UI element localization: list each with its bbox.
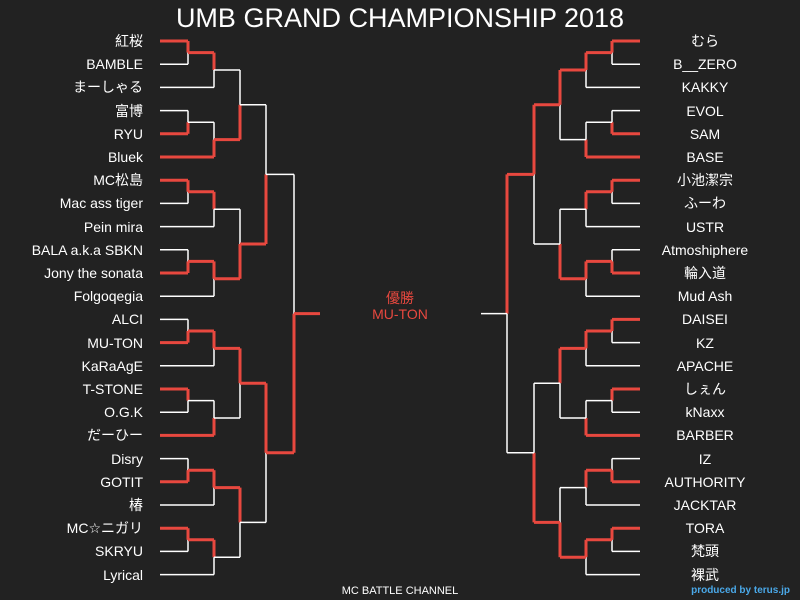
- player-name-left: 紅桜: [115, 33, 143, 49]
- player-name-left: BAMBLE: [86, 56, 143, 73]
- player-name-right: IZ: [698, 450, 712, 467]
- player-name-right: BASE: [686, 149, 724, 165]
- player-name-left: ALCI: [111, 311, 143, 328]
- player-name-left: MC☆ニガリ: [66, 520, 143, 537]
- player-name-left: 椿: [129, 497, 143, 513]
- player-name-right: しぇん: [684, 381, 726, 397]
- player-name-left: だーひー: [87, 427, 143, 444]
- player-name-left: GOTIT: [100, 473, 143, 490]
- player-name-right: 裸武: [691, 566, 719, 583]
- player-name-right: 梵頭: [691, 543, 719, 560]
- player-name-right: BARBER: [676, 427, 734, 444]
- player-name-right: JACKTAR: [673, 497, 737, 513]
- player-name-right: Mud Ash: [677, 288, 733, 305]
- player-name-left: KaRaAgE: [81, 357, 143, 374]
- player-name-left: まーしゃる: [73, 79, 143, 96]
- player-name-left: Lyrical: [103, 566, 143, 583]
- player-name-right: kNaxx: [685, 404, 725, 421]
- player-name-left: Bluek: [107, 149, 143, 165]
- footer-channel: MC BATTLE CHANNEL: [341, 585, 459, 597]
- player-name-left: O.G.K: [104, 404, 143, 421]
- player-name-left: Folgoqegia: [73, 288, 143, 305]
- player-name-left: SKRYU: [95, 543, 143, 560]
- player-name-right: TORA: [685, 520, 725, 537]
- credit-link[interactable]: produced by terus.jp: [691, 585, 790, 596]
- player-name-right: B__ZERO: [673, 56, 737, 73]
- player-name-right: APACHE: [676, 357, 734, 374]
- player-name-right: EVOL: [686, 102, 724, 119]
- player-name-right: 小池潔宗: [677, 172, 733, 189]
- player-name-left: BALA a.k.a SBKN: [31, 241, 143, 258]
- player-name-left: Jony the sonata: [44, 265, 143, 281]
- player-name-right: むら: [691, 33, 719, 49]
- page-title: UMB GRAND CHAMPIONSHIP 2018: [175, 3, 625, 33]
- player-name-left: Disry: [111, 450, 143, 467]
- player-name-left: 富博: [115, 102, 143, 119]
- player-name-right: SAM: [689, 125, 721, 142]
- player-name-right: KZ: [696, 334, 714, 351]
- player-name-right: ふーわ: [684, 195, 726, 212]
- player-name-left: MU-TON: [87, 334, 143, 351]
- winner-name: MU-TON: [372, 306, 428, 322]
- player-name-left: Mac ass tiger: [59, 195, 143, 212]
- player-name-right: Atmoshiphere: [661, 241, 749, 258]
- player-name-right: DAISEI: [682, 311, 728, 328]
- winner-label: 優勝: [386, 290, 414, 306]
- player-name-left: RYU: [113, 125, 143, 142]
- player-name-left: T-STONE: [82, 381, 143, 397]
- player-name-left: Pein mira: [83, 218, 143, 235]
- player-name-left: MC松島: [93, 172, 143, 189]
- player-name-right: AUTHORITY: [664, 473, 746, 490]
- player-name-right: KAKKY: [681, 79, 729, 96]
- player-name-right: USTR: [685, 218, 725, 235]
- player-name-right: 輪入道: [684, 265, 726, 281]
